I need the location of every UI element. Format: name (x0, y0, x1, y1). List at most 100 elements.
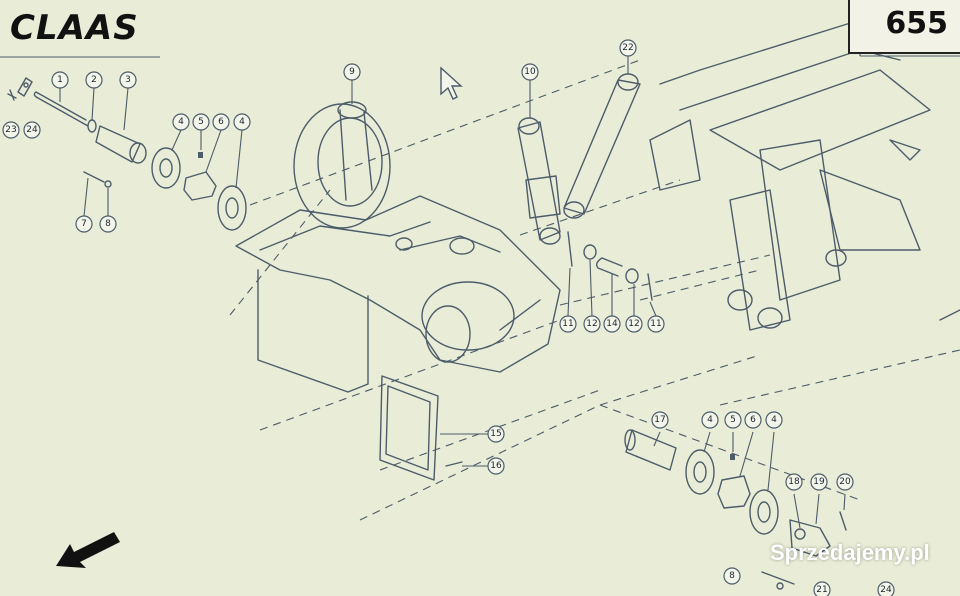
callout-circle (119, 71, 137, 89)
nut-part-8 (104, 180, 112, 188)
page-number-box: 655 (848, 0, 960, 54)
pin-part-14 (595, 257, 623, 277)
callout-circle (99, 215, 117, 233)
nut-part-18 (794, 528, 806, 540)
cover-plate-part-15 (379, 375, 439, 481)
assembly-dash-lines (229, 59, 960, 521)
callout-14: 14 (603, 315, 621, 333)
callout-label: 4 (178, 117, 184, 127)
callout-1: 1 (51, 71, 69, 89)
callout-label: 5 (198, 117, 204, 127)
callout-label: 1 (57, 75, 63, 85)
callout-label: 22 (622, 43, 633, 53)
callout-circle (51, 71, 69, 89)
flange-part-4c (685, 449, 715, 495)
callout-8: 8 (723, 567, 741, 585)
frame-structure (649, 19, 960, 331)
callout-24: 24 (877, 581, 895, 596)
callout-20: 20 (836, 473, 854, 491)
callout-label: 24 (26, 125, 38, 135)
callout-22: 22 (619, 39, 637, 57)
callout-4: 4 (765, 411, 783, 429)
callout-label: 11 (650, 319, 661, 329)
callout-3: 3 (119, 71, 137, 89)
washer-part-2 (87, 119, 97, 133)
nut-part-8b (776, 582, 784, 590)
callout-4: 4 (233, 113, 251, 131)
callout-circle (192, 113, 210, 131)
callout-circle (583, 315, 601, 333)
screw-part-16 (445, 461, 463, 467)
callout-17: 17 (651, 411, 669, 429)
bolt-part-1 (33, 91, 89, 127)
callout-circle (172, 113, 190, 131)
callout-label: 2 (91, 75, 97, 85)
callout-circle (619, 39, 637, 57)
callout-12: 12 (583, 315, 601, 333)
callout-label: 24 (880, 585, 892, 595)
callout-circle (487, 457, 505, 475)
flange-part-4b (217, 185, 247, 231)
callout-circle (877, 581, 895, 596)
callout-6: 6 (212, 113, 230, 131)
callout-5: 5 (192, 113, 210, 131)
callout-label: 9 (349, 67, 355, 77)
washer-part-12 (583, 244, 597, 260)
leader-lines (59, 56, 846, 529)
callout-label: 6 (750, 415, 756, 425)
callout-circle (813, 581, 831, 596)
callout-label: 21 (816, 585, 827, 595)
callout-label: 8 (105, 219, 111, 229)
housing-flange (293, 103, 391, 229)
bushing-part-6 (183, 171, 217, 201)
callout-5: 5 (724, 411, 742, 429)
callout-circle (625, 315, 643, 333)
brand-logo: CLAAS (10, 8, 166, 48)
callout-circle (212, 113, 230, 131)
joint-part-19 (789, 519, 831, 557)
callout-label: 15 (490, 429, 501, 439)
callout-23: 23 (2, 121, 20, 139)
pin-part-20 (839, 511, 847, 531)
callout-6: 6 (744, 411, 762, 429)
callout-18: 18 (785, 473, 803, 491)
callout-circle (487, 425, 505, 443)
callout-11: 11 (647, 315, 665, 333)
brand-name: CLAAS (10, 8, 139, 48)
callout-4: 4 (172, 113, 190, 131)
callout-circle (836, 473, 854, 491)
callout-10: 10 (521, 63, 539, 81)
sleeve-part-3 (95, 125, 141, 163)
navigation-arrow-icon[interactable] (56, 532, 120, 568)
callout-label: 16 (490, 461, 502, 471)
callout-circle (85, 71, 103, 89)
callout-label: 4 (239, 117, 245, 127)
callout-circle (343, 63, 361, 81)
callout-9: 9 (343, 63, 361, 81)
callout-7: 7 (75, 215, 93, 233)
mouse-pointer-icon (440, 66, 463, 100)
callout-label: 18 (788, 477, 800, 487)
link-part-22 (563, 73, 641, 219)
callout-label: 12 (628, 319, 639, 329)
callout-12: 12 (625, 315, 643, 333)
link-part-10 (517, 117, 561, 245)
callout-circle (810, 473, 828, 491)
callout-label: 11 (562, 319, 573, 329)
pin-part-5b (730, 454, 735, 460)
callout-circle (723, 567, 741, 585)
callout-16: 16 (487, 457, 505, 475)
pin-part-11 (567, 231, 573, 267)
callout-label: 17 (654, 415, 665, 425)
pin-part-5 (198, 152, 203, 158)
callout-8: 8 (99, 215, 117, 233)
callout-21: 21 (813, 581, 831, 596)
callout-circle (724, 411, 742, 429)
callout-label: 14 (606, 319, 618, 329)
callout-circle (2, 121, 20, 139)
callout-4: 4 (701, 411, 719, 429)
parts-group-lower-right (624, 429, 847, 590)
callout-circle (521, 63, 539, 81)
